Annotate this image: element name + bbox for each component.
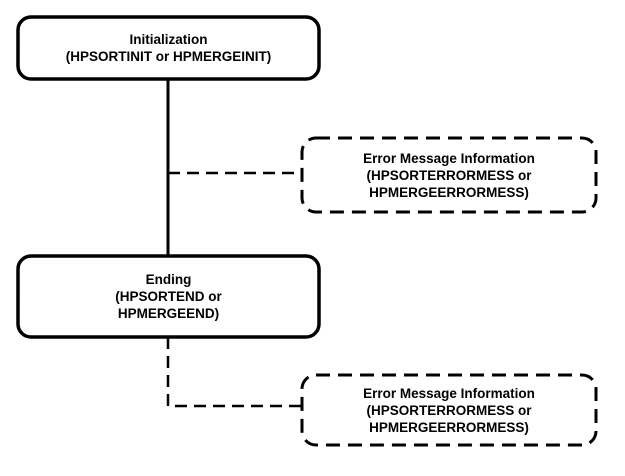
error-message-1-line2: (HPSORTERRORMESS or [366, 167, 532, 183]
error-message-box-2 [300, 373, 598, 447]
error-message-box-1 [300, 136, 598, 214]
initialization-box [16, 15, 321, 81]
initialization-subtitle: (HPSORTINIT or HPMERGEINIT) [65, 49, 272, 64]
error-message-2-title: Error Message Information [363, 385, 535, 401]
initialization-title: Initialization [129, 32, 208, 47]
error-message-2-line3: HPMERGEERRORMESS) [369, 419, 529, 435]
error-message-2-label: Error Message Information (HPSORTERRORME… [302, 375, 596, 445]
ending-title: Ending [145, 272, 192, 287]
error-message-2-line2: (HPSORTERRORMESS or [366, 402, 532, 418]
ending-line3: HPMERGEEND) [117, 306, 220, 321]
ending-label: Ending (HPSORTEND or HPMERGEEND) [18, 256, 319, 337]
ending-box [16, 254, 321, 339]
ending-line2: (HPSORTEND or [115, 289, 222, 304]
connector-ending-to-error-box-2 [166, 337, 302, 408]
initialization-label: Initialization (HPSORTINIT or HPMERGEINI… [18, 17, 319, 79]
error-message-1-line3: HPMERGEERRORMESS) [369, 184, 529, 200]
error-message-1-title: Error Message Information [363, 150, 535, 166]
error-message-1-label: Error Message Information (HPSORTERRORME… [302, 138, 596, 212]
